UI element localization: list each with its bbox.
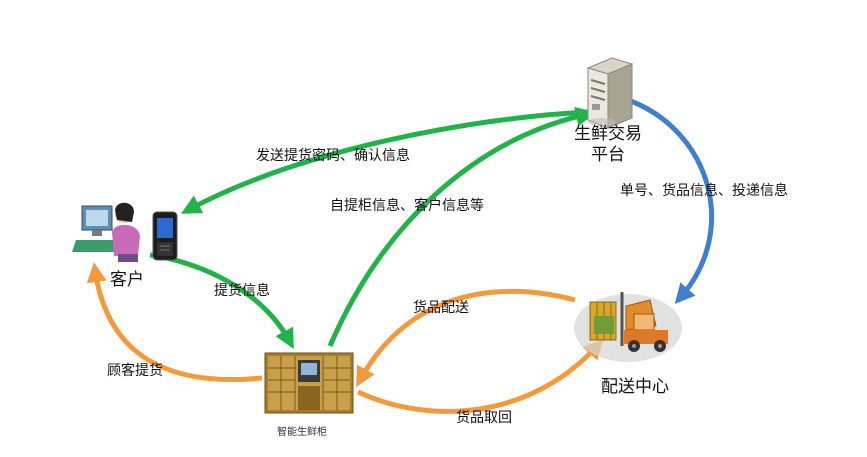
arrow-platform-to-center (627, 97, 715, 305)
edge-label-send-code: 发送提货密码、确认信息 (256, 148, 410, 164)
customer-label: 客户 (110, 270, 144, 290)
forklift-icon (574, 292, 682, 362)
edge-label-goods-delivery: 货品配送 (413, 300, 469, 316)
platform-label: 生鲜交易 平台 (574, 124, 642, 165)
edge-label-goods-retrieve: 货品取回 (456, 410, 512, 426)
customer-at-computer-icon (72, 202, 140, 262)
smart-locker-icon (264, 352, 354, 414)
locker-label: 智能生鲜柜 (277, 427, 327, 438)
arrow-locker-to-customer (86, 262, 263, 383)
arrow-locker-to-center (356, 339, 604, 414)
mobile-phone-icon (152, 211, 178, 261)
server-icon (586, 57, 634, 129)
edge-label-locker-info: 自提柜信息、客户信息等 (330, 198, 484, 214)
center-label: 配送中心 (601, 377, 669, 397)
edge-label-customer-pickup: 顾客提货 (107, 363, 163, 379)
edge-label-order-info: 单号、货品信息、投递信息 (620, 183, 788, 199)
arrow-center-to-locker (356, 288, 576, 387)
arrow-platform-to-customer (180, 109, 589, 214)
arrow-locker-to-platform (327, 106, 596, 347)
edge-label-pickup-info: 提货信息 (214, 283, 270, 299)
